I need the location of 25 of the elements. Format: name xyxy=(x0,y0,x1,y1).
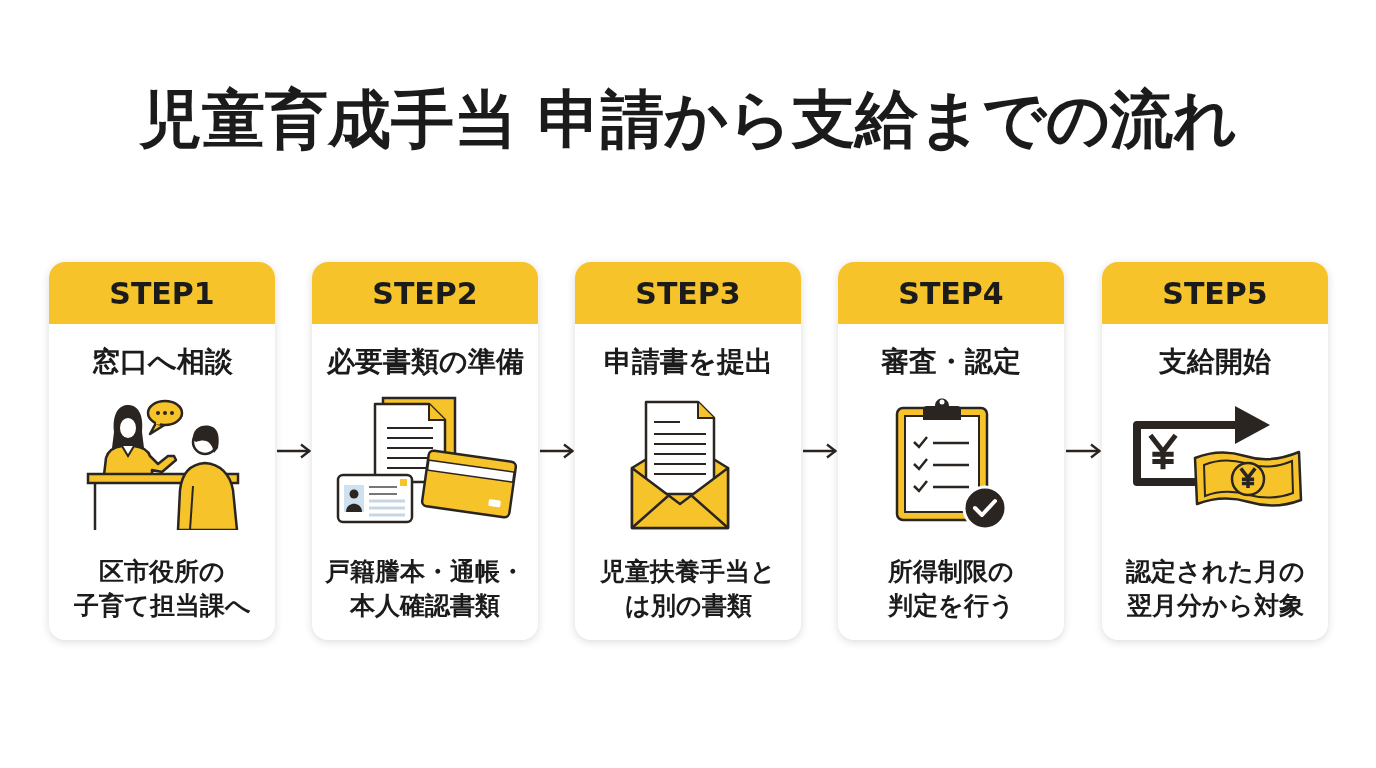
step-banner: STEP5 xyxy=(1102,262,1328,324)
arrow xyxy=(277,443,311,459)
step-description: 戸籍謄本・通帳・本人確認書類 xyxy=(325,556,525,622)
step-heading: 窓口へ相談 xyxy=(91,344,233,380)
arrow xyxy=(540,443,574,459)
step-banner: STEP3 xyxy=(575,262,801,324)
step-card xyxy=(1102,262,1328,640)
step-heading: 必要書類の準備 xyxy=(326,344,524,380)
step-card xyxy=(312,262,538,640)
step-banner: STEP4 xyxy=(838,262,1064,324)
step-banner: STEP2 xyxy=(312,262,538,324)
step-description: 認定された月の翌月分から対象 xyxy=(1125,556,1305,622)
step-heading: 支給開始 xyxy=(1159,344,1271,380)
step-description: 所得制限の判定を行う xyxy=(887,556,1015,622)
arrow xyxy=(803,443,837,459)
step-heading: 申請書を提出 xyxy=(603,344,773,380)
step-card xyxy=(838,262,1064,640)
step-card xyxy=(49,262,275,640)
step-banner: STEP1 xyxy=(49,262,275,324)
step-card xyxy=(575,262,801,640)
arrow xyxy=(1066,443,1101,459)
step-heading: 審査・認定 xyxy=(881,344,1021,380)
step-description: 区市役所の子育て担当課へ xyxy=(73,556,251,622)
step-description: 児童扶養手当とは別の書類 xyxy=(600,556,776,622)
title: 児童育成手当 申請から支給までの流れ xyxy=(138,82,1238,158)
